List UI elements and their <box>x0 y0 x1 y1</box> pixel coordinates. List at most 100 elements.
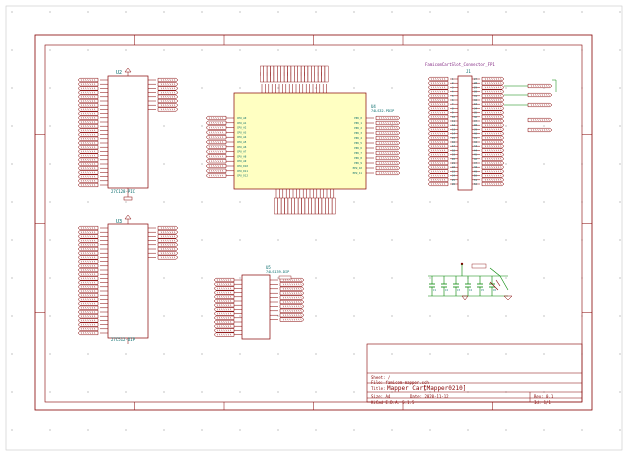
label-glyph <box>484 178 486 181</box>
label-glyph <box>165 83 167 86</box>
label-glyph <box>83 87 85 90</box>
label-glyph <box>89 319 91 322</box>
label-glyph <box>392 172 394 174</box>
j1-pin-number: 9 <box>452 112 454 115</box>
label-glyph <box>89 332 91 334</box>
j1-pin-number: 43 <box>474 145 477 148</box>
label-glyph <box>91 179 93 182</box>
label-glyph <box>435 149 437 152</box>
label-glyph <box>163 79 165 81</box>
label-glyph <box>219 333 221 336</box>
label-glyph <box>396 152 398 154</box>
label-glyph <box>85 104 87 107</box>
label-glyph <box>498 178 500 181</box>
label-glyph <box>300 287 302 290</box>
label-glyph <box>217 145 219 148</box>
label-glyph <box>484 107 486 110</box>
label-glyph <box>85 137 87 140</box>
label-glyph <box>160 227 162 229</box>
label-glyph <box>216 279 218 281</box>
label-glyph <box>383 137 385 139</box>
label-glyph <box>227 316 229 319</box>
label-glyph <box>89 100 91 102</box>
label-glyph <box>227 325 229 328</box>
label-glyph <box>389 152 391 154</box>
label-glyph <box>217 174 219 177</box>
label-glyph <box>80 179 82 182</box>
capacitor-ref: C6 <box>493 289 496 292</box>
u4-bottom-label <box>301 197 306 215</box>
label-glyph <box>80 133 82 136</box>
label-glyph <box>83 243 85 246</box>
label-glyph <box>227 291 229 294</box>
label-glyph <box>91 129 93 132</box>
u4-bottom-label <box>294 197 299 215</box>
label-glyph <box>444 183 446 185</box>
label-glyph <box>435 124 437 127</box>
label-glyph <box>94 327 96 330</box>
label-glyph <box>298 279 300 281</box>
label-glyph <box>433 111 435 114</box>
label-glyph <box>80 167 82 170</box>
u4-top-label <box>270 65 275 83</box>
grid-dot <box>543 49 545 51</box>
j1-pin-number: 25 <box>452 179 455 182</box>
label-glyph <box>91 154 93 157</box>
label-glyph <box>91 315 93 318</box>
label-glyph <box>433 157 435 160</box>
label-glyph <box>94 332 96 334</box>
j1-pin-number: 37 <box>474 120 477 123</box>
label-glyph <box>489 166 491 169</box>
label-glyph <box>87 302 89 305</box>
label-glyph <box>85 83 87 86</box>
label-glyph <box>85 100 87 102</box>
label-glyph <box>87 121 89 123</box>
label-glyph <box>89 323 91 326</box>
label-glyph <box>85 112 87 115</box>
label-glyph <box>219 300 221 302</box>
label-glyph <box>381 142 383 144</box>
label-glyph <box>80 294 82 297</box>
grid-dot <box>201 391 203 393</box>
capacitor-ref: C1 <box>433 289 436 292</box>
j1-pin-number: 1 <box>452 78 454 81</box>
label-glyph <box>394 117 396 119</box>
label-glyph <box>87 125 89 128</box>
label-glyph <box>437 128 439 131</box>
label-glyph <box>394 167 396 169</box>
u4-pin-name: CPU_A3 <box>237 130 247 134</box>
label-glyph <box>387 132 389 134</box>
label-glyph <box>230 312 232 315</box>
j1-right-label <box>481 165 505 170</box>
u4-top-label <box>301 65 305 83</box>
label-glyph <box>389 142 391 144</box>
label-glyph <box>85 87 87 90</box>
label-glyph <box>441 99 443 101</box>
label-glyph <box>225 304 227 307</box>
label-glyph <box>215 126 217 129</box>
label-glyph <box>430 78 432 80</box>
label-glyph <box>500 94 502 97</box>
label-glyph <box>80 146 82 149</box>
label-glyph <box>85 171 87 174</box>
u4-body <box>233 92 367 190</box>
label-glyph <box>87 294 89 297</box>
label-glyph <box>535 85 537 87</box>
label-glyph <box>383 167 385 169</box>
label-glyph <box>213 145 215 148</box>
label-glyph <box>167 104 169 107</box>
label-glyph <box>537 85 539 87</box>
label-glyph <box>296 287 298 290</box>
label-glyph <box>94 116 96 119</box>
label-glyph <box>215 121 217 124</box>
label-glyph <box>498 183 500 185</box>
label-glyph <box>437 162 439 164</box>
label-glyph <box>83 146 85 149</box>
label-glyph <box>433 170 435 173</box>
label-glyph <box>282 305 284 308</box>
label-glyph <box>80 281 82 284</box>
label-glyph <box>219 174 221 177</box>
label-glyph <box>433 82 435 85</box>
